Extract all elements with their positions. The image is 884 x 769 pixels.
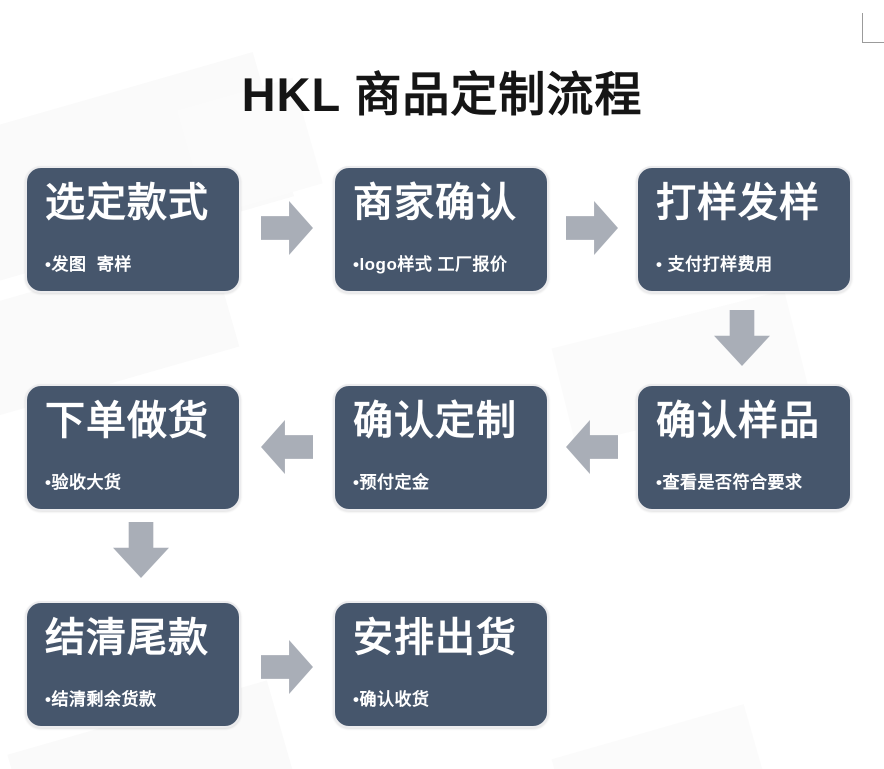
- arrow-right-icon: [566, 201, 618, 255]
- step-title: 确认样品: [656, 399, 820, 443]
- step-title: 商家确认: [353, 181, 517, 225]
- step-title: 确认定制: [353, 399, 517, 443]
- arrow-right-icon: [261, 201, 313, 255]
- step-arrange-shipment: 安排出货 •确认收货: [333, 601, 549, 728]
- step-title: 安排出货: [353, 616, 517, 660]
- arrow-down-icon: [714, 310, 770, 366]
- step-sample-making: 打样发样 • 支付打样费用: [636, 166, 852, 293]
- step-confirm-sample: 确认样品 •查看是否符合要求: [636, 384, 852, 511]
- step-title: 结清尾款: [45, 616, 209, 660]
- step-detail: •结清剩余货款: [45, 690, 157, 709]
- arrow-right-icon: [261, 640, 313, 694]
- step-select-style: 选定款式 •发图 寄样: [25, 166, 241, 293]
- arrow-left-icon: [261, 420, 313, 474]
- step-place-order: 下单做货 •验收大货: [25, 384, 241, 511]
- step-detail: •logo样式 工厂报价: [353, 255, 508, 274]
- arrow-down-icon: [113, 522, 169, 578]
- step-detail: •确认收货: [353, 690, 430, 709]
- background-watermark: [551, 704, 769, 769]
- step-detail: •预付定金: [353, 473, 430, 492]
- arrow-left-icon: [566, 420, 618, 474]
- step-title: 选定款式: [45, 181, 209, 225]
- step-settle-balance: 结清尾款 •结清剩余货款: [25, 601, 241, 728]
- step-title: 打样发样: [656, 181, 820, 225]
- step-detail: •查看是否符合要求: [656, 473, 803, 492]
- step-confirm-custom: 确认定制 •预付定金: [333, 384, 549, 511]
- step-detail: •验收大货: [45, 473, 122, 492]
- page-title: HKL 商品定制流程: [241, 68, 643, 121]
- step-merchant-confirm: 商家确认 •logo样式 工厂报价: [333, 166, 549, 293]
- step-detail: •发图 寄样: [45, 255, 132, 274]
- step-detail: • 支付打样费用: [656, 255, 773, 274]
- corner-crop-mark: [862, 13, 884, 43]
- step-title: 下单做货: [45, 399, 209, 443]
